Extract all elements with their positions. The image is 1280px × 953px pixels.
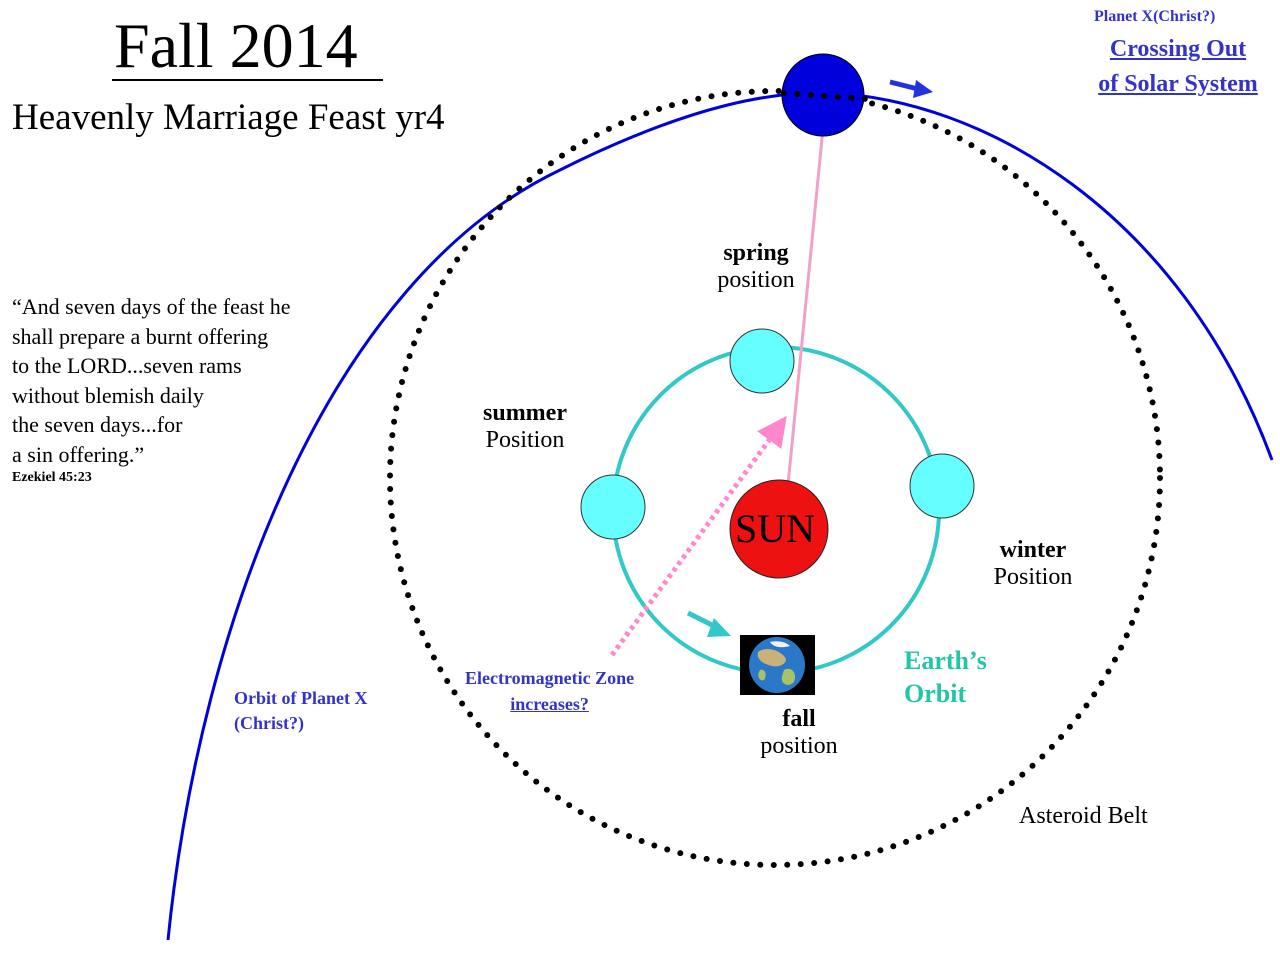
sun-label: SUN: [735, 506, 816, 551]
em-zone-line2: increases?: [510, 694, 589, 714]
spring-label-regular: position: [717, 267, 795, 293]
electromagnetic-zone-label: Electromagnetic Zone increases?: [465, 665, 634, 717]
winter-position-label: winter Position: [975, 537, 1091, 591]
title-season: Fall: [114, 10, 214, 81]
winter-label-bold: winter: [999, 537, 1067, 563]
quote-line: a sin offering.”: [12, 441, 145, 467]
planet-x-direction-arrow: [889, 79, 933, 98]
em-zone-line1: Electromagnetic Zone: [465, 668, 635, 688]
title-year: 2014: [229, 10, 358, 81]
fall-label-bold: fall: [782, 706, 816, 732]
earth-orbit-line2: Orbit: [904, 679, 967, 708]
quote-line: shall prepare a burnt offering: [12, 323, 269, 349]
summer-label-bold: summer: [483, 400, 567, 426]
asteroid-belt-label: Asteroid Belt: [1019, 803, 1148, 829]
electromagnetic-arrow: [609, 415, 787, 657]
quote-line: “And seven days of the feast he: [12, 294, 291, 319]
earth-orbit-label: Earth’s Orbit: [904, 644, 987, 710]
asteroid-belt-ring: [387, 88, 1163, 868]
earth-summer-position: [580, 474, 646, 540]
px-orbit-line1: Orbit of Planet X: [234, 688, 368, 708]
earth-orbit-line1: Earth’s: [904, 646, 987, 675]
quote-line: to the LORD...seven rams: [12, 353, 242, 378]
earth-direction-arrow: [686, 610, 731, 637]
asteroid-dots-over-planet: [781, 90, 869, 102]
planet-x-orbit: [166, 91, 1274, 941]
spring-label-bold: spring: [723, 240, 789, 266]
planet-x-sun-line: [785, 117, 826, 496]
winter-label-regular: Position: [993, 564, 1073, 590]
title-underline: [112, 79, 383, 81]
px-orbit-line2: (Christ?): [234, 713, 304, 733]
quote-line: without blemish daily: [12, 382, 204, 408]
fall-label-regular: position: [760, 733, 838, 759]
summer-label-regular: Position: [485, 427, 565, 453]
quote-line: the seven days...for: [12, 412, 183, 437]
planet-x-label: Planet X(Christ?): [1094, 8, 1216, 25]
planet-x-orbit-label: Orbit of Planet X (Christ?): [234, 686, 367, 736]
sun: [729, 479, 829, 579]
scripture-quote: “And seven days of the feast he shall pr…: [12, 292, 291, 469]
spring-position-label: spring position: [700, 240, 812, 294]
earth-globe-fall: [740, 635, 815, 695]
page-title: Fall 2014: [114, 10, 358, 82]
fall-position-label: fall position: [744, 706, 854, 760]
page-subtitle: Heavenly Marriage Feast yr4: [12, 97, 445, 138]
earth-winter-position: [909, 453, 975, 519]
summer-position-label: summer Position: [466, 400, 584, 454]
scripture-reference: Ezekiel 45:23: [12, 470, 92, 485]
crossing-out-label: Crossing Out of Solar System: [1098, 36, 1258, 97]
earth-spring-position: [729, 328, 795, 394]
